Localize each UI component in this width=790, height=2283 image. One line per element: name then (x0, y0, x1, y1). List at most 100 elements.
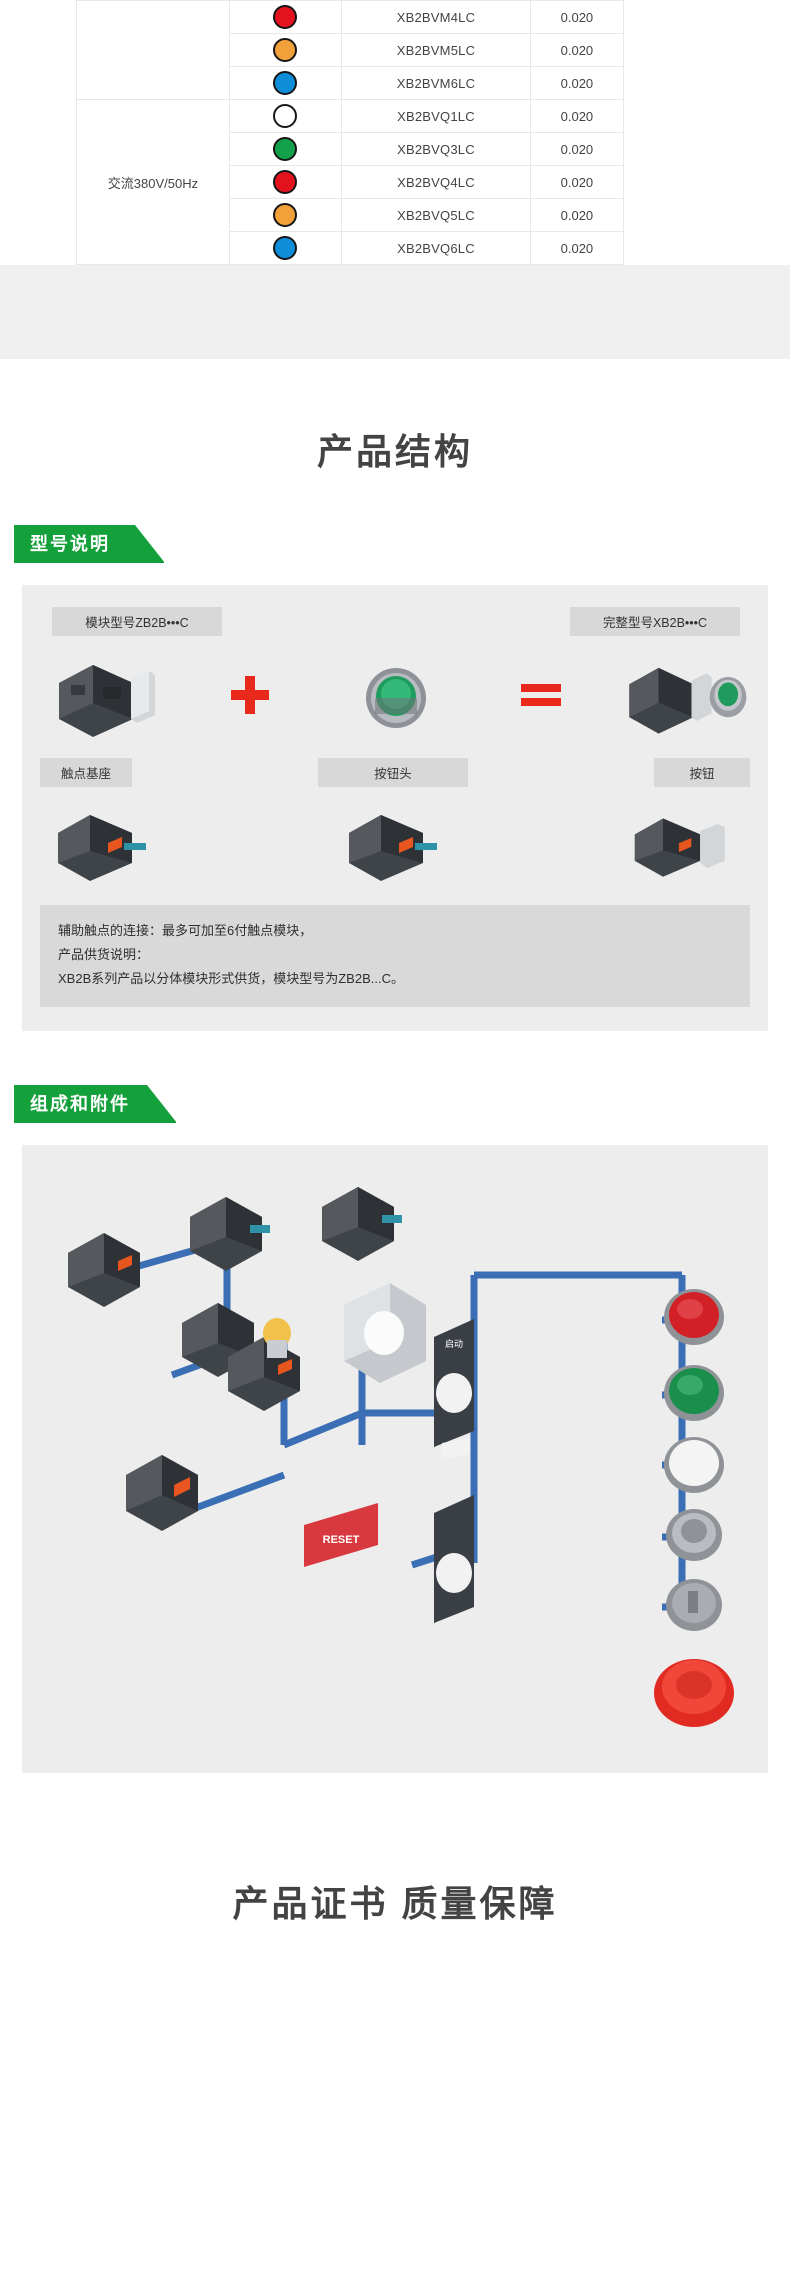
section-gap-white (0, 359, 790, 405)
cell-color (228, 198, 343, 232)
cell-voltage (76, 0, 230, 100)
note-line-2: 产品供货说明： (58, 947, 150, 963)
cell-color (228, 231, 343, 265)
section-banner-model-description: 型号说明 (14, 525, 165, 563)
contact-block-bottom-left (126, 1455, 198, 1532)
section-banner-accessories: 组成和附件 (14, 1085, 177, 1124)
reset-tag: RESET (304, 1503, 378, 1568)
page-title-certificate: 产品证书 质量保障 (0, 1857, 790, 1944)
cell-weight: 0.020 (529, 198, 625, 232)
bottom-spacer (0, 1773, 790, 1832)
color-dot-orange (273, 38, 298, 62)
structure-contact-modules-row (40, 807, 750, 883)
mounting-collar-icon (344, 1283, 426, 1384)
contact-module-image-1 (44, 807, 164, 883)
cell-color (228, 33, 343, 67)
assembled-button-image (622, 652, 750, 744)
structure-panel: 模块型号ZB2B•••C 完整型号XB2B•••C (22, 585, 768, 1032)
green-pilot-head (664, 1365, 724, 1422)
product-detail-page: XB2BVM4LC 0.020 XB2BVM5LC 0.020 XB2BVM6L… (0, 0, 790, 1970)
cell-model: XB2BVQ6LC (341, 231, 531, 265)
spec-table: XB2BVM4LC 0.020 XB2BVM5LC 0.020 XB2BVM6L… (76, 0, 625, 265)
color-dot-blue (273, 71, 298, 95)
assembled-button-icon (629, 667, 747, 734)
cell-model: XB2BVQ1LC (341, 99, 531, 133)
color-dot-white (273, 104, 298, 128)
emergency-stop-red (654, 1659, 734, 1728)
section-gap-gray (0, 265, 790, 359)
color-dot-red (273, 170, 298, 194)
reset-tag-label: RESET (323, 1534, 360, 1546)
tag-module-model: 模块型号ZB2B•••C (52, 607, 222, 636)
table-row: XB2BVQ5LC 0.020 (77, 198, 625, 232)
cell-model: XB2BVQ5LC (341, 198, 531, 232)
contact-module-icon (349, 815, 437, 881)
cell-weight: 0.020 (529, 231, 625, 265)
color-dot-blue (273, 236, 298, 260)
plus-operator-icon (227, 672, 273, 725)
accessories-exploded-diagram: 启动 RESET (68, 1187, 734, 1728)
metal-pushbutton (666, 1509, 722, 1562)
contact-module-image-2 (335, 807, 455, 883)
structure-label-row: 触点基座 按钮头 按钮 (40, 758, 750, 787)
cell-color (228, 132, 343, 166)
contact-module-with-base-icon (634, 818, 725, 877)
cell-color (228, 99, 343, 133)
equals-icon (521, 684, 561, 706)
label-button-head: 按钮头 (318, 758, 468, 787)
spec-table-body: XB2BVM4LC 0.020 XB2BVM5LC 0.020 XB2BVM6L… (76, 0, 625, 265)
page-title-structure: 产品结构 (0, 405, 790, 491)
certificate-section: 产品证书 质量保障 (0, 1831, 790, 1970)
plus-icon (231, 675, 269, 714)
contact-base-image (40, 652, 168, 744)
cell-weight: 0.020 (529, 99, 625, 133)
structure-tag-row: 模块型号ZB2B•••C 完整型号XB2B•••C (40, 607, 750, 636)
cell-model: XB2BVM5LC (341, 33, 531, 67)
cell-weight: 0.020 (529, 132, 625, 166)
table-row: 交流380V/50Hz XB2BVQ1LC 0.020 (76, 99, 625, 265)
table-row: XB2BVM4LC 0.020 (76, 0, 625, 100)
label-contact-base: 触点基座 (40, 758, 132, 787)
color-dot-red (273, 5, 298, 29)
contact-module-icon (58, 815, 146, 881)
contact-block-top-right (322, 1187, 402, 1262)
bulb-icon (263, 1318, 291, 1359)
color-dot-green (273, 137, 298, 161)
cell-model: XB2BVQ4LC (341, 165, 531, 199)
accessories-diagram-panel: 启动 RESET (22, 1145, 768, 1774)
table-row: XB2BVQ3LC 0.020 (77, 132, 625, 166)
banner-row-model-desc: 型号说明 (0, 525, 790, 563)
cell-color (228, 165, 343, 199)
cell-model: XB2BVM6LC (341, 66, 531, 100)
spec-table-section: XB2BVM4LC 0.020 XB2BVM5LC 0.020 XB2BVM6L… (0, 0, 790, 265)
cell-model: XB2BVM4LC (341, 0, 531, 34)
cell-model: XB2BVQ3LC (341, 132, 531, 166)
cell-weight: 0.020 (529, 33, 625, 67)
legend-plate-blank (434, 1438, 474, 1624)
cell-color (228, 0, 343, 34)
cell-weight: 0.020 (529, 165, 625, 199)
color-dot-orange (273, 203, 298, 227)
note-line-1: 辅助触点的连接：最多可加至6付触点模块， (58, 923, 313, 938)
red-pilot-head (664, 1289, 724, 1346)
cell-weight: 0.020 (529, 0, 625, 34)
legend-plate-text: 启动 (445, 1338, 463, 1349)
structure-equation-row (40, 652, 750, 744)
cell-color (228, 66, 343, 100)
cell-weight: 0.020 (529, 66, 625, 100)
legend-plate-start: 启动 (434, 1319, 474, 1448)
contact-base-icon (59, 665, 155, 737)
contact-block-upper-mid (190, 1197, 270, 1272)
note-line-3: XB2B系列产品以分体模块形式供货，模块型号为ZB2B...C。 (58, 971, 404, 987)
key-selector (666, 1579, 722, 1632)
button-head-icon (366, 668, 426, 728)
supply-note-box: 辅助触点的连接：最多可加至6付触点模块， 产品供货说明： XB2B系列产品以分体… (40, 905, 750, 1008)
tag-complete-model: 完整型号XB2B•••C (570, 607, 740, 636)
table-row: XB2BVM5LC 0.020 (77, 33, 625, 67)
table-row: XB2BVQ6LC 0.020 (77, 231, 625, 265)
button-head-image (332, 652, 460, 744)
table-row: XB2BVQ4LC 0.020 (77, 165, 625, 199)
table-row: XB2BVM6LC 0.020 (77, 66, 625, 100)
contact-module-image-3 (626, 807, 746, 883)
label-button: 按钮 (654, 758, 750, 787)
